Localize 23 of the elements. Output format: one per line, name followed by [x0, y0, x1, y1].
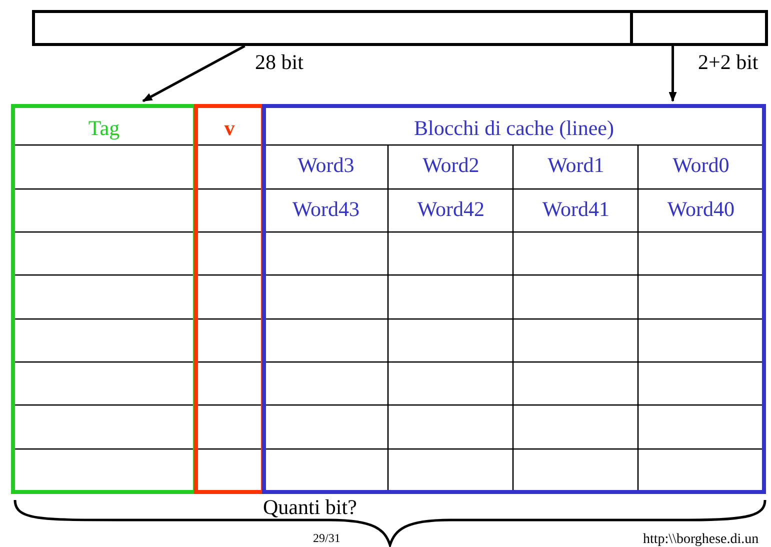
arrow	[668, 46, 677, 102]
cell-text: Word40	[666, 197, 736, 221]
tag-column	[11, 104, 197, 494]
offset-field	[630, 10, 768, 46]
cell-text: Word3	[296, 153, 356, 177]
column-heading: Tag	[87, 116, 121, 140]
page-number: 29/31	[313, 531, 340, 546]
edge-label: 28 bit	[255, 50, 304, 74]
cell-text: Word41	[541, 197, 611, 221]
address-field	[32, 10, 633, 46]
arrow	[142, 44, 246, 102]
web-address: http:\\borghese.di.un	[643, 531, 759, 547]
column-heading: v	[223, 116, 236, 140]
cell-text: Word2	[422, 153, 480, 177]
edge-label: 2+2 bit	[698, 50, 758, 74]
cell-text: Word0	[672, 153, 730, 177]
cell-text: Word43	[291, 197, 361, 221]
cell-text: Word42	[416, 197, 486, 221]
question-text: Quanti bit?	[263, 495, 357, 519]
cache-block-area	[262, 104, 766, 494]
cell-text: Word1	[546, 153, 606, 177]
valid-bit-column	[194, 104, 265, 494]
column-heading: Blocchi di cache (linee)	[413, 116, 615, 140]
